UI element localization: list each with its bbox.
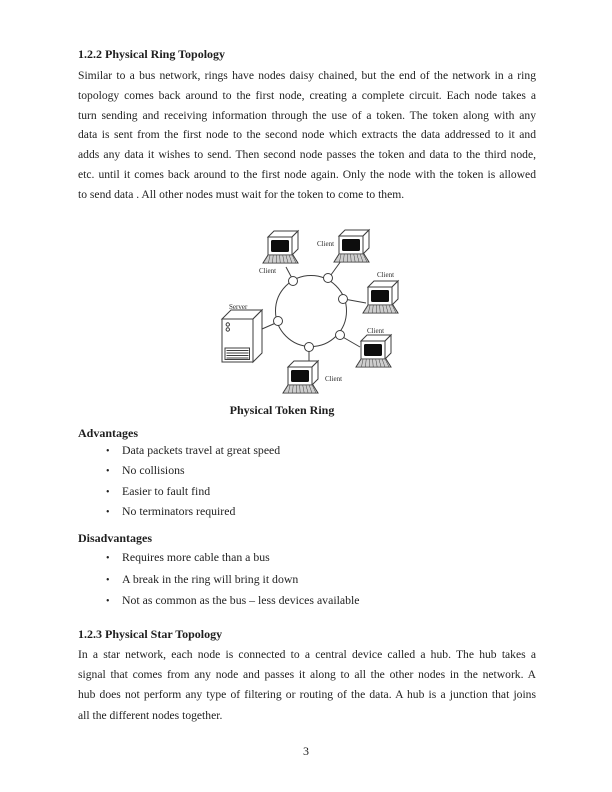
client-label: Client	[259, 267, 276, 275]
client-label: Client	[325, 375, 342, 383]
server-tower-icon	[221, 309, 263, 363]
paragraph-line: data is sent from the first node to the …	[78, 128, 536, 142]
disadvantages-heading: Disadvantages	[78, 531, 153, 545]
paragraph-line: hub does not perform any type of filteri…	[78, 688, 536, 702]
section-heading-star-topology: 1.2.3 Physical Star Topology	[78, 627, 223, 641]
ring-node	[273, 316, 283, 326]
bullet-icon: •	[106, 507, 110, 519]
list-item: • No terminators required	[78, 504, 536, 524]
list-item-text: Easier to fault find	[122, 483, 211, 498]
bullet-icon: •	[106, 466, 110, 478]
ring-node	[338, 294, 348, 304]
ring-node	[304, 342, 314, 352]
advantages-list: • Data packets travel at great speed • No c…	[78, 443, 536, 525]
list-item: • Easier to fault find	[78, 484, 536, 504]
advantages-heading: Advantages	[78, 426, 139, 440]
figure-caption: Physical Token Ring	[229, 403, 335, 417]
list-item: • No collisions	[78, 463, 536, 483]
client-label: Client	[377, 271, 394, 279]
bullet-icon: •	[106, 553, 110, 564]
list-item: • Not as common as the bus – less devices…	[78, 593, 536, 615]
client-computer-icon	[355, 334, 392, 368]
ring-topology-paragraph: Similar to a bus network, rings have nod…	[78, 66, 536, 205]
bullet-icon: •	[106, 446, 110, 457]
ring-node	[288, 276, 298, 286]
list-item-text: Data packets travel at great speed	[122, 443, 281, 457]
disadvantages-list: • Requires more cable than a bus • A break …	[78, 550, 536, 615]
list-item-text: Requires more cable than a bus	[122, 550, 270, 564]
server-label: Server	[229, 303, 248, 311]
paragraph-line: In a star network, each node is connecte…	[78, 648, 536, 661]
paragraph-line: etc. until it comes back around to the f…	[78, 167, 536, 181]
client-computer-icon	[282, 360, 319, 394]
bullet-icon: •	[106, 486, 110, 498]
paragraph-line: turn sending and receiving information t…	[78, 108, 536, 122]
list-item-text: No terminators required	[122, 504, 236, 519]
paragraph-line: to send data . All other nodes must wait…	[78, 187, 405, 201]
paragraph-line: adds any data it wishes to send. Then se…	[78, 148, 536, 162]
token-ring-figure: Client Client Client Client Client Serve…	[195, 228, 407, 402]
paragraph-line: topology comes back around to the first …	[78, 88, 536, 102]
list-item: • Data packets travel at great speed	[78, 443, 536, 463]
paragraph-line: all the different nodes together.	[78, 708, 223, 722]
page-number: 3	[303, 744, 309, 758]
token-ring-icon: Client Client Client Client Client Serve…	[221, 229, 399, 394]
paragraph-line: signal that comes from any node and pass…	[78, 668, 536, 682]
link-client-bottom-right	[340, 335, 361, 348]
section-heading-ring-topology: 1.2.2 Physical Ring Topology	[78, 47, 226, 61]
paragraph-line: Similar to a bus network, rings have nod…	[78, 69, 536, 82]
client-computer-icon	[333, 229, 370, 263]
bullet-icon: •	[106, 596, 110, 608]
bullet-icon: •	[106, 574, 110, 586]
ring-node	[335, 330, 345, 340]
list-item-text: A break in the ring will bring it down	[122, 571, 299, 586]
list-item-text: No collisions	[122, 463, 185, 478]
ring-node	[323, 273, 333, 283]
list-item: • Requires more cable than a bus	[78, 550, 536, 572]
star-topology-paragraph: In a star network, each node is connecte…	[78, 645, 536, 726]
list-item: • A break in the ring will bring it down	[78, 572, 536, 594]
client-computer-icon	[362, 280, 399, 314]
list-item-text: Not as common as the bus – less devices …	[122, 593, 360, 608]
client-label: Client	[317, 240, 334, 248]
client-label: Client	[367, 327, 384, 335]
client-computer-icon	[262, 230, 299, 264]
